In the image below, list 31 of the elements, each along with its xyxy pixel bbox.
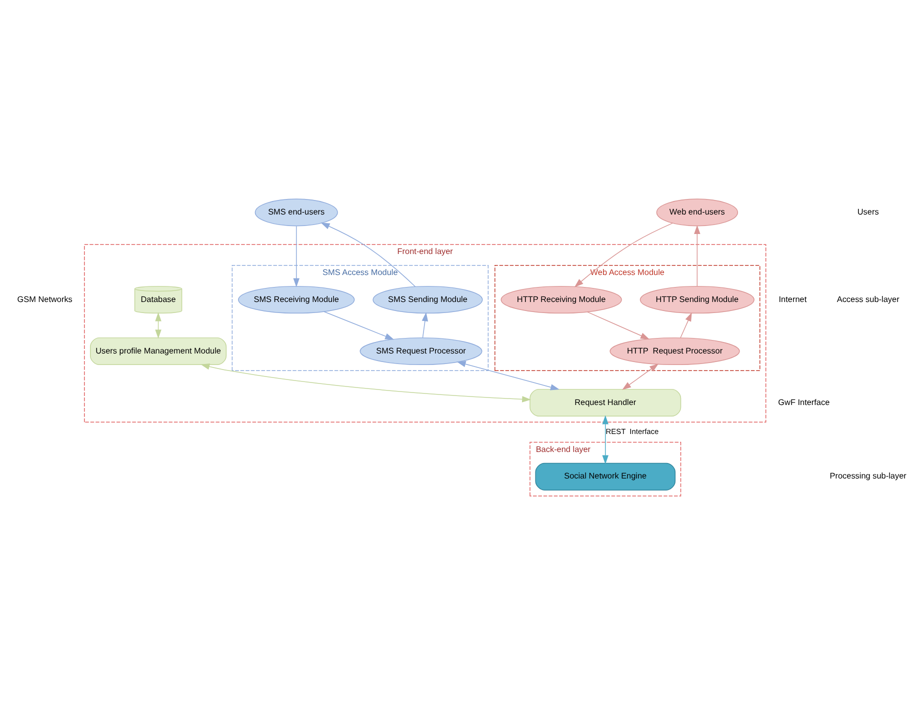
arrow (293, 226, 300, 288)
node-ellipse: SMS end-users (254, 198, 338, 226)
node-box: Request Handler (530, 388, 682, 417)
node-ellipse: SMS Request Processor (360, 337, 482, 366)
edge-label: REST Interface (606, 427, 659, 436)
arrow (680, 312, 692, 338)
arrow (602, 415, 608, 464)
node-ellipse: SMS Receiving Module (238, 286, 355, 314)
node-box: Users profile Management Module (90, 337, 227, 366)
node-ellipse: SMS Sending Module (372, 286, 483, 314)
arrow (422, 312, 428, 338)
label: Internet (778, 294, 807, 304)
label: GwF Interface (778, 398, 830, 407)
arrow (456, 361, 560, 390)
label: Access sub-layer (836, 294, 900, 304)
arrow (324, 311, 394, 340)
node-box: Social Network Engine (535, 462, 676, 490)
arrow (320, 222, 416, 288)
node-ellipse: HTTP Request Processor (610, 337, 740, 366)
arrow (200, 364, 532, 402)
node-ellipse: HTTP Sending Module (640, 286, 754, 314)
node-ellipse: Web end-users (656, 198, 738, 226)
arrow (574, 222, 673, 288)
label: Users (857, 208, 879, 217)
node-ellipse: HTTP Receiving Module (500, 286, 622, 314)
arrow (622, 364, 659, 390)
label: GSM Networks (17, 294, 72, 304)
arrow (694, 225, 700, 286)
arrow (586, 312, 650, 340)
arrow (155, 312, 162, 339)
label: Processing sub-layer (830, 472, 906, 481)
